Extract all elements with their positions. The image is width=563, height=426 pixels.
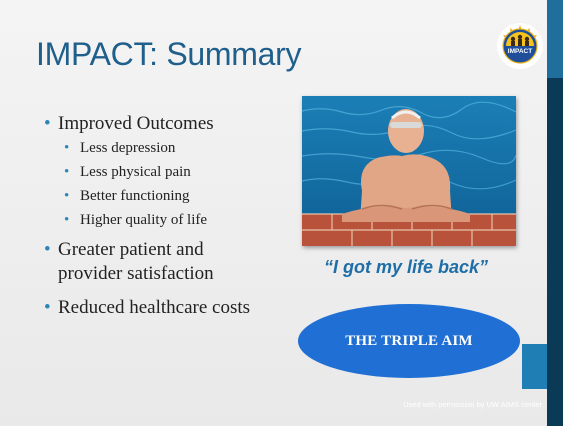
sub-bullet: Higher quality of life: [64, 208, 304, 232]
bullet-improved-outcomes: Improved Outcomes: [44, 112, 304, 136]
bullet-satisfaction: Greater patient and provider satisfactio…: [44, 238, 304, 286]
bullet-reduced-costs: Reduced healthcare costs: [44, 296, 304, 320]
triple-aim-ellipse: THE TRIPLE AIM: [298, 304, 520, 378]
sub-bullet: Less physical pain: [64, 160, 304, 184]
slide-title: IMPACT: Summary: [36, 36, 302, 72]
sub-bullet: Less depression: [64, 136, 304, 160]
swimmer-photo: [302, 96, 516, 246]
right-edge-bar-top: [547, 0, 563, 78]
triple-aim-label: THE TRIPLE AIM: [345, 332, 473, 349]
sub-bullet: Better functioning: [64, 184, 304, 208]
quote-text: “I got my life back”: [323, 257, 489, 277]
impact-logo-icon: IMPACT: [497, 23, 543, 69]
bullet-list: Improved Outcomes Less depression Less p…: [44, 112, 304, 320]
right-edge-bar: [547, 0, 563, 426]
svg-text:IMPACT: IMPACT: [508, 48, 532, 55]
permission-credit: Used with permission by UW AIMS center: [403, 400, 542, 409]
right-accent-block: [522, 344, 547, 389]
